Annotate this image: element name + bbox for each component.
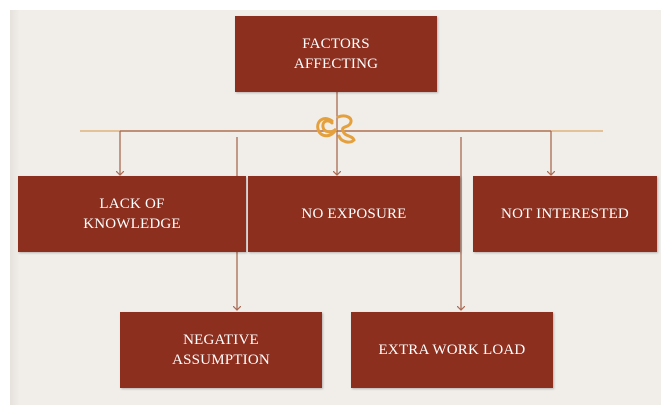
box-no-exposure: NO EXPOSURE [248,176,460,252]
box-negative-assumption: NEGATIVE ASSUMPTION [120,312,322,388]
no-exposure-label: NO EXPOSURE [301,206,407,222]
lack-of-knowledge-label: LACK OF KNOWLEDGE [83,196,181,232]
root-box-factors-affecting: FACTORS AFFECTING [235,16,437,92]
decorative-flourish-icon [316,114,356,144]
box-not-interested: NOT INTERESTED [473,176,657,252]
negative-assumption-label: NEGATIVE ASSUMPTION [172,332,270,368]
extra-work-load-label: EXTRA WORK LOAD [378,342,526,358]
not-interested-label: NOT INTERESTED [501,206,629,222]
box-extra-work-load: EXTRA WORK LOAD [351,312,553,388]
box-lack-of-knowledge: LACK OF KNOWLEDGE [18,176,246,252]
root-label: FACTORS AFFECTING [293,36,379,72]
